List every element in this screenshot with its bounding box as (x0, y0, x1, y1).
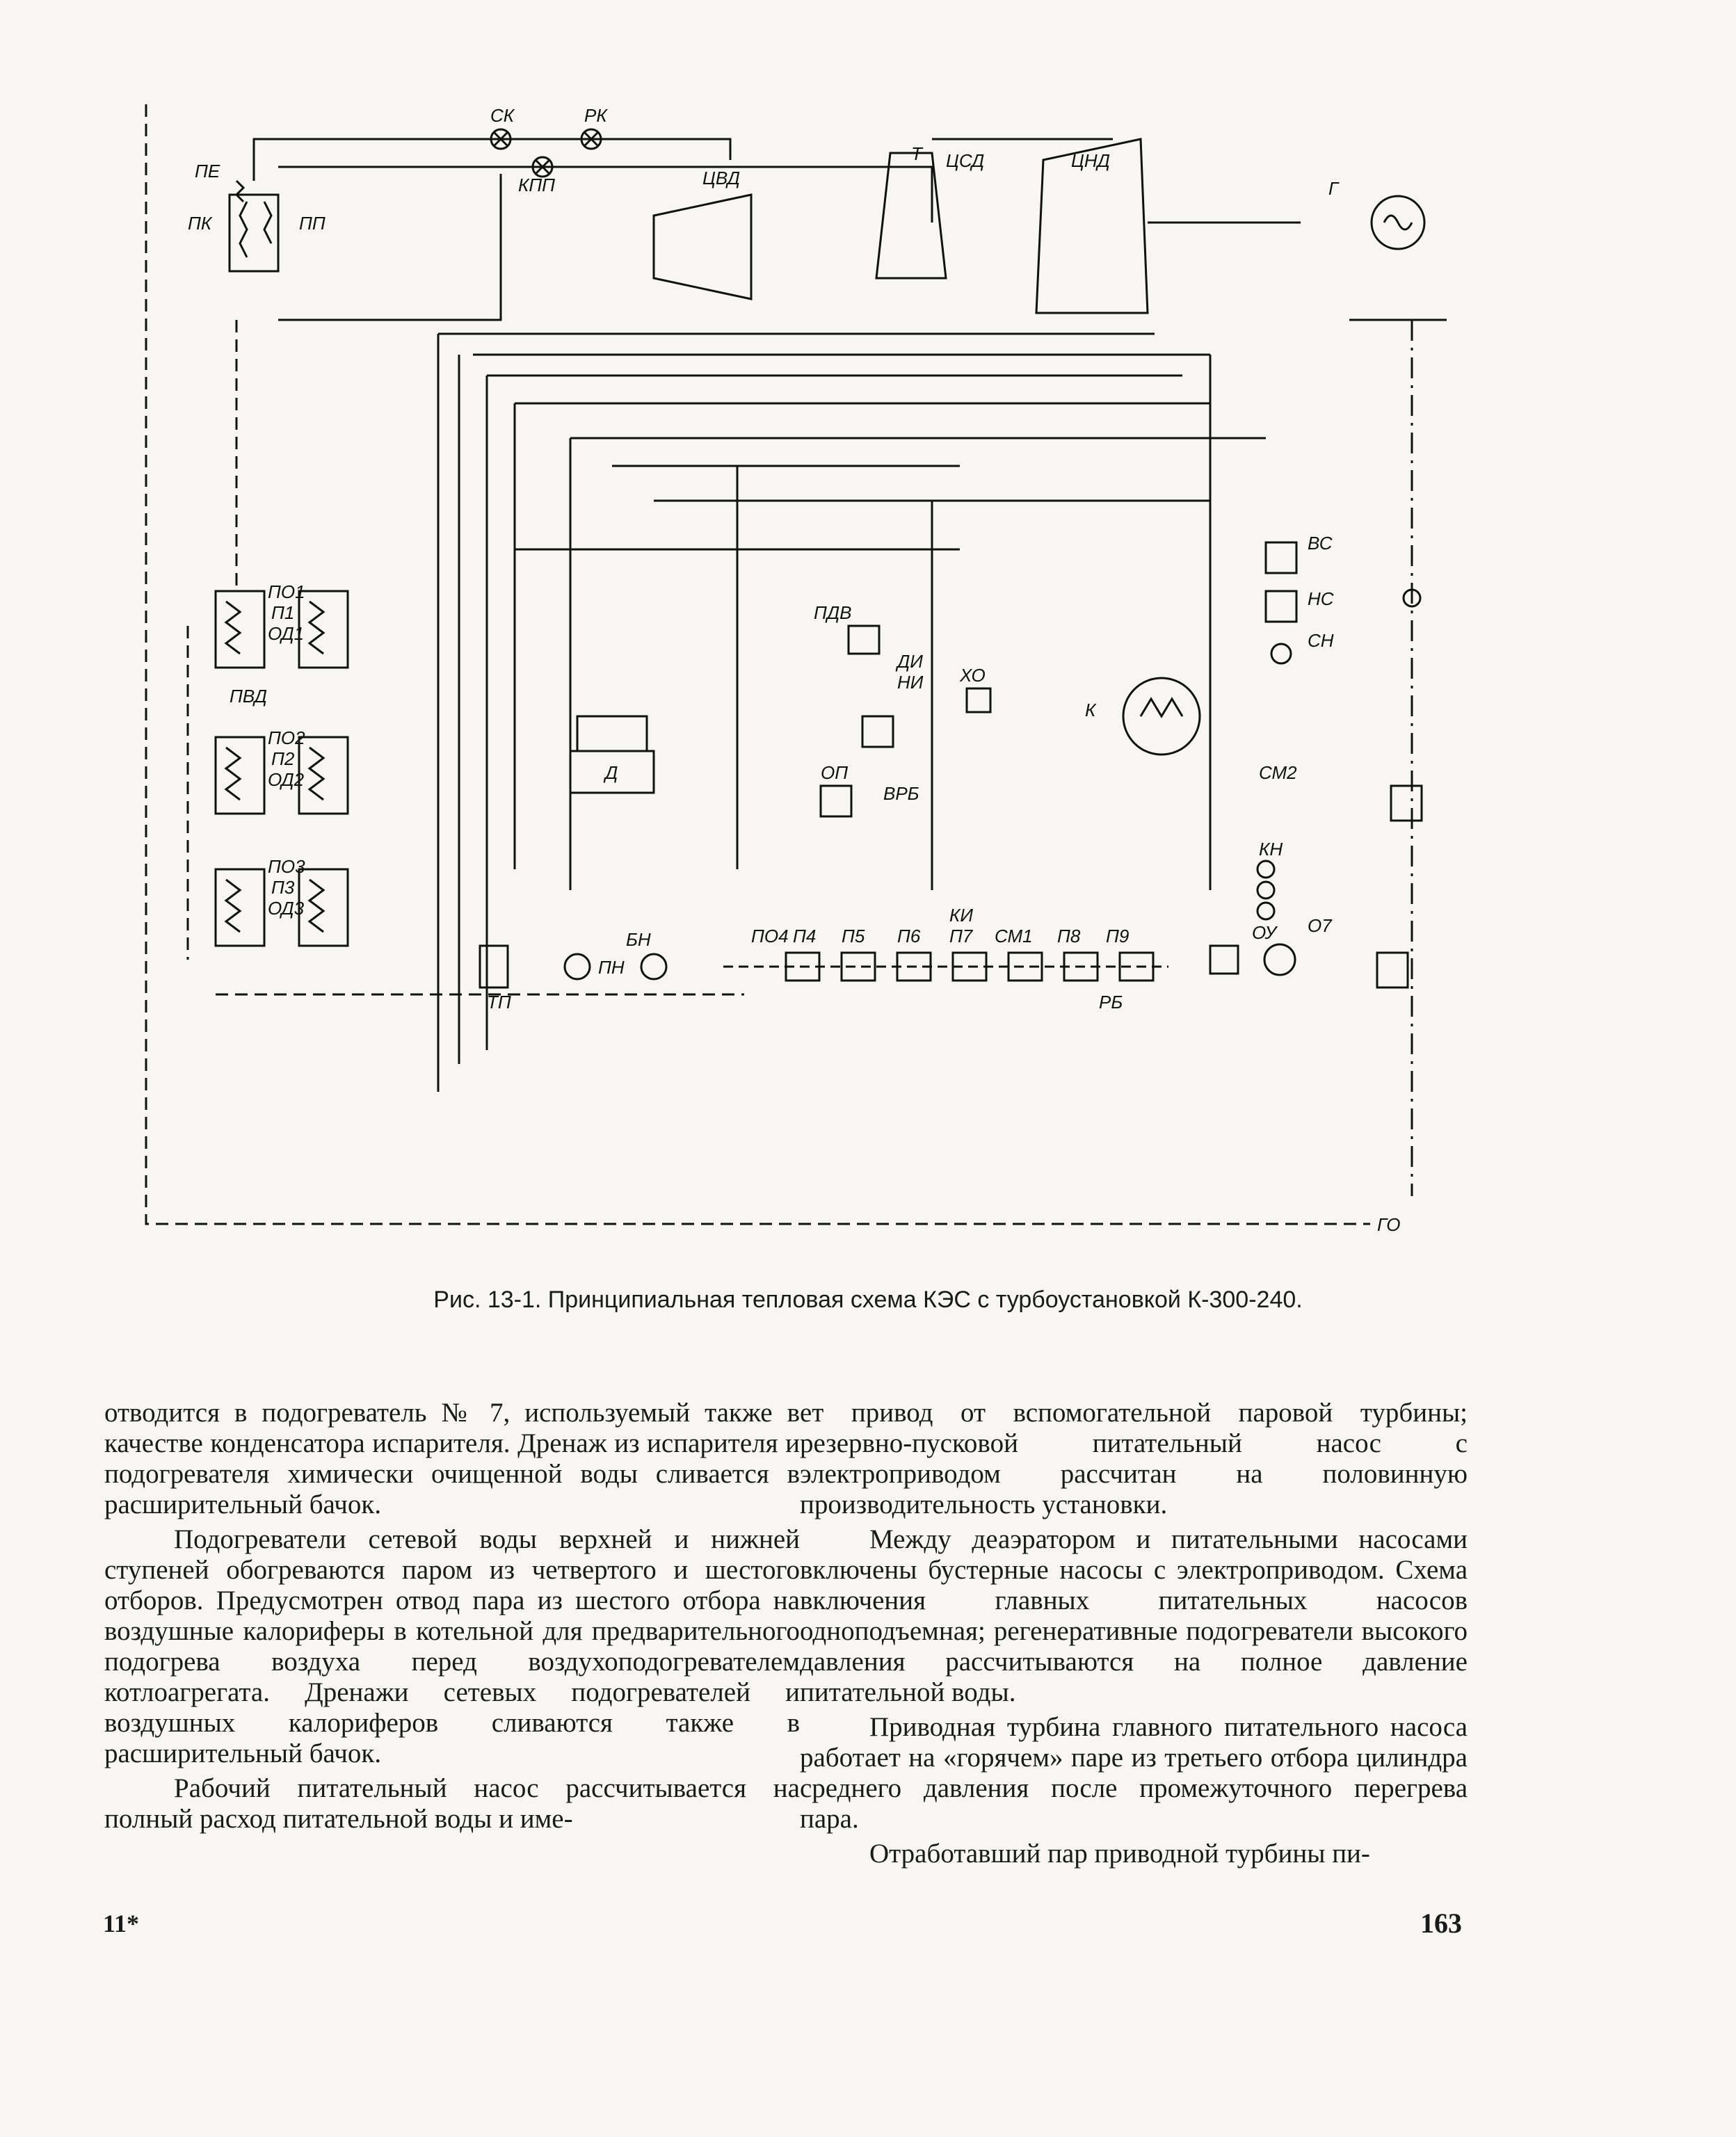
svg-text:СК: СК (490, 105, 515, 126)
svg-text:ЦНД: ЦНД (1071, 150, 1110, 171)
cooler-ou (1209, 944, 1239, 975)
svg-text:П8: П8 (1057, 926, 1081, 946)
svg-text:ПДВ: ПДВ (814, 602, 852, 623)
svg-text:П2: П2 (271, 748, 295, 769)
svg-text:КИ: КИ (949, 905, 973, 926)
intercept-valve (531, 156, 554, 178)
hp-cylinder (652, 193, 753, 300)
signature-mark: 11* (103, 1910, 140, 1937)
svg-text:ЦВД: ЦВД (702, 168, 740, 188)
svg-text:НС: НС (1308, 588, 1334, 609)
svg-text:НИ: НИ (897, 672, 924, 693)
svg-text:ПО2: ПО2 (268, 727, 305, 748)
paragraph: Подогреватели сетевой воды верхней и ниж… (104, 1524, 800, 1768)
svg-text:ДИ: ДИ (895, 651, 923, 672)
ip-cylinder (875, 152, 947, 280)
svg-text:К: К (1085, 700, 1097, 720)
evaporator-op (819, 784, 853, 818)
svg-text:ПК: ПК (188, 213, 213, 234)
paragraph: Рабочий питательный насос рассчитывается… (104, 1773, 800, 1834)
svg-text:Д: Д (603, 762, 618, 783)
paragraph: Отработавший пар приводной турбины пи- (869, 1839, 1370, 1869)
svg-text:ПО3: ПО3 (268, 856, 305, 877)
page-number: 163 (1420, 1908, 1462, 1939)
svg-text:ПО4: ПО4 (751, 926, 789, 946)
svg-text:П3: П3 (271, 877, 295, 898)
svg-text:ПО1: ПО1 (268, 581, 305, 602)
svg-text:ОП: ОП (821, 762, 848, 783)
svg-text:Г: Г (1328, 178, 1340, 199)
svg-text:ГО: ГО (1377, 1214, 1401, 1235)
figure-caption: Рис. 13-1. Принципиальная тепловая схема… (433, 1287, 1303, 1313)
svg-text:П5: П5 (842, 926, 865, 946)
svg-text:КПП: КПП (518, 175, 555, 195)
stop-valve (490, 128, 512, 150)
svg-text:СМ1: СМ1 (995, 926, 1033, 946)
svg-text:ВС: ВС (1308, 533, 1333, 554)
svg-text:ПВД: ПВД (230, 686, 267, 707)
svg-text:СН: СН (1308, 630, 1334, 651)
svg-text:ПЕ: ПЕ (195, 161, 220, 182)
reheat-return (278, 174, 502, 321)
paragraph: Приводная турбина главного питательного … (800, 1712, 1468, 1834)
svg-text:ПП: ПП (299, 213, 326, 234)
chem-water-xo (965, 687, 992, 713)
paragraph: отводится в подогреватель № 7, используе… (104, 1398, 800, 1519)
svg-text:ВРБ: ВРБ (883, 783, 919, 804)
evaporator-pdv (847, 624, 881, 655)
network-heater-vs (1264, 541, 1298, 574)
feed-pump-turbine (479, 944, 509, 989)
outer-dashed-line (145, 104, 1370, 1225)
feed-pump (563, 953, 591, 981)
left-column: отводится в подогреватель № 7, используе… (104, 1398, 800, 1839)
svg-text:ОУ: ОУ (1252, 922, 1278, 943)
condenser (1122, 677, 1201, 756)
lp-cylinder (1035, 138, 1149, 314)
svg-text:БН: БН (626, 929, 651, 950)
svg-text:СМ2: СМ2 (1259, 762, 1297, 783)
svg-text:ХО: ХО (959, 665, 986, 686)
svg-text:ОД1: ОД1 (268, 623, 304, 644)
cooler-go (1376, 951, 1409, 989)
paragraph: ет привод от вспомогательной паровой тур… (800, 1398, 1468, 1519)
right-column: ет привод от вспомогательной паровой тур… (800, 1398, 1468, 1873)
svg-text:ОД3: ОД3 (268, 898, 305, 919)
reheat-line (278, 166, 933, 223)
boiler (228, 179, 280, 273)
paragraph: Между деаэратором и питательными насосам… (800, 1524, 1468, 1707)
svg-text:ЦСД: ЦСД (946, 150, 984, 171)
evaporator (861, 715, 894, 748)
svg-text:П7: П7 (949, 926, 974, 946)
network-heater-ns (1264, 590, 1298, 623)
svg-text:П9: П9 (1106, 926, 1129, 946)
svg-text:ОД2: ОД2 (268, 769, 305, 790)
svg-text:П1: П1 (271, 602, 294, 623)
thermal-scheme-diagram: СК РК КПП ПЕ ПК ПП ЦВД ЦСД ЦНД Г Т ВС НС… (125, 90, 1509, 1259)
svg-text:КН: КН (1259, 839, 1283, 860)
svg-text:П6: П6 (897, 926, 921, 946)
svg-text:П4: П4 (793, 926, 816, 946)
generator (1370, 195, 1426, 250)
svg-text:О7: О7 (1308, 915, 1333, 936)
svg-text:РБ: РБ (1099, 992, 1123, 1013)
hp-heaters (214, 590, 349, 947)
svg-text:ТП: ТП (487, 992, 511, 1013)
svg-text:РК: РК (584, 105, 608, 126)
control-valve (580, 128, 602, 150)
svg-text:Т: Т (911, 143, 924, 164)
svg-text:ПН: ПН (598, 957, 625, 978)
